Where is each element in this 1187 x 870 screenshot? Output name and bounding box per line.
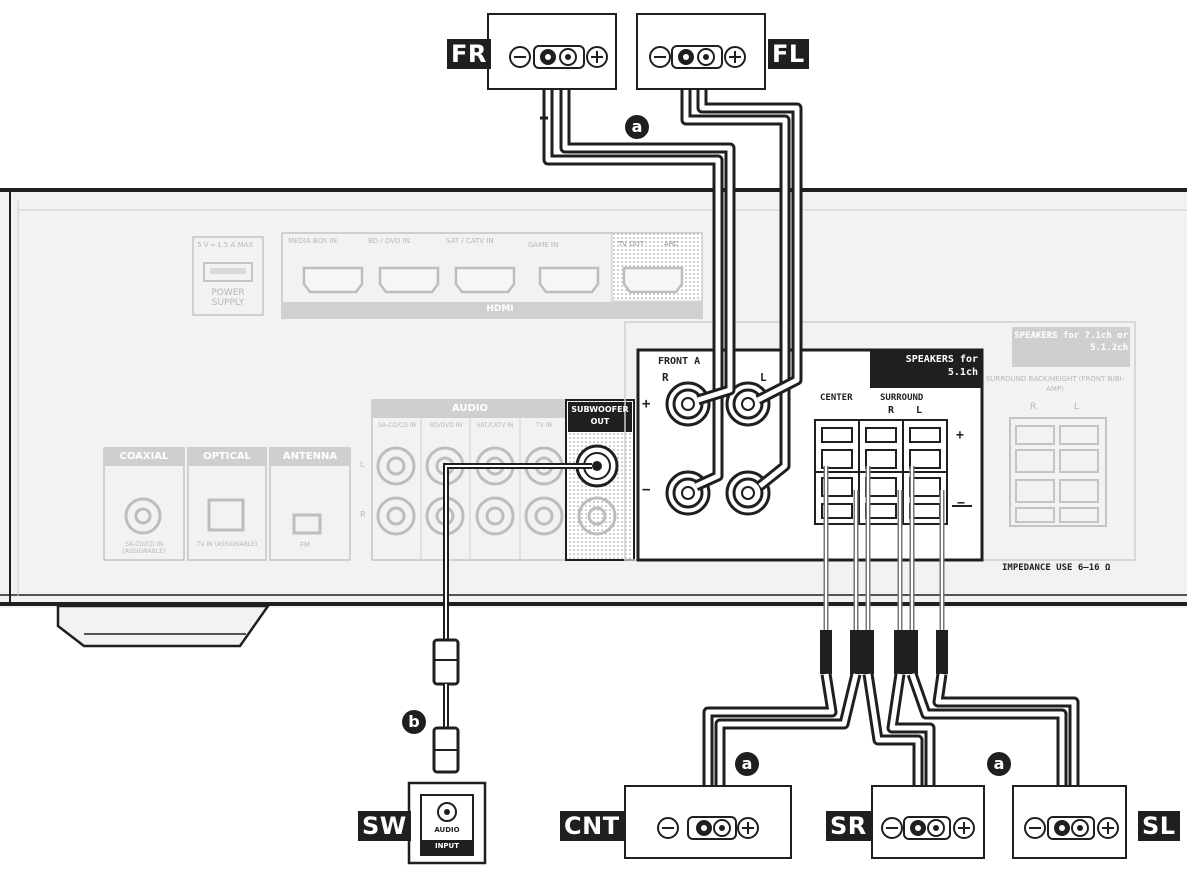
hdmi-in-game-label: GAME IN: [528, 241, 559, 249]
audio-channel-l-label: L: [360, 460, 365, 469]
front-minus-sign: −: [642, 482, 651, 498]
hdmi-in-sat-catv-label: SAT / CATV IN: [446, 237, 494, 245]
front-plus-sign: +: [642, 396, 651, 412]
speaker-fl-box: [636, 13, 766, 90]
antenna-label: ANTENNA: [282, 451, 338, 462]
cable-marker-a-center: a: [735, 752, 759, 776]
front-l-label: L: [760, 371, 767, 384]
surround-terminal-label: SURROUND: [880, 393, 924, 403]
cable-marker-a-surround: a: [987, 752, 1011, 776]
cable-marker-b: b: [402, 710, 426, 734]
audio-in-tv-label: TV IN: [536, 422, 552, 429]
hdmi-tv-out-label: TV OUT: [618, 240, 645, 248]
hdmi-tab-label: HDMI: [486, 304, 514, 314]
subwoofer-out-block: [565, 399, 635, 561]
back-l-label: L: [1074, 402, 1080, 412]
audio-tab-label: AUDIO: [451, 403, 489, 414]
front-a-label: FRONT A: [658, 356, 701, 367]
optical-label: OPTICAL: [203, 451, 251, 462]
subwoofer-box: [407, 781, 487, 865]
speaker-fr-box: [487, 13, 617, 90]
analog-audio-block: [371, 399, 569, 561]
usb-rating-label: 5 V ═ 1.5 A MAX: [197, 241, 254, 249]
coaxial-sub-label: SA-CD/CD IN (ASSIGNABLE): [122, 541, 166, 555]
speaker-cable-fl: [680, 75, 803, 491]
power-supply-label: POWER SUPPLY: [211, 288, 245, 308]
speaker-cables-surround-center: [702, 466, 1080, 800]
center-terminal-label: CENTER: [820, 393, 853, 403]
speakers-51-panel: [636, 348, 984, 562]
hdmi-block: [281, 232, 703, 319]
speakers-51-label: SPEAKERS for 5.1ch: [905, 354, 978, 378]
surround-back-label: SURROUND BACK/HEIGHT (FRONT B/BI-AMP): [985, 375, 1125, 393]
speaker-center-box: [624, 785, 792, 859]
coaxial-label: COAXIAL: [119, 451, 169, 462]
subwoofer-cable: [432, 463, 592, 774]
speaker-sr-box: [871, 785, 985, 859]
surround-plus-sign: +: [956, 428, 964, 443]
speaker-tag-sl: SL: [1138, 811, 1180, 841]
speaker-tag-sr: SR: [826, 811, 871, 841]
speaker-tag-sw: SW: [358, 811, 411, 841]
impedance-label: IMPEDANCE USE 6–16 Ω: [1002, 563, 1111, 573]
audio-in-sacd-label: SA-CD/CD IN: [378, 422, 416, 429]
front-r-label: R: [662, 371, 669, 384]
cable-marker-a-front: a: [625, 115, 649, 139]
speaker-tag-fr: FR: [447, 39, 491, 69]
usb-power-block: [192, 236, 264, 316]
audio-in-bd-label: BD/DVD IN: [429, 422, 463, 429]
speakers-71-panel: [624, 321, 1136, 561]
speaker-cable-fr: [540, 75, 736, 492]
hdmi-in-media-box-label: MEDIA BOX IN: [288, 237, 338, 245]
audio-in-sat-label: SAT/CATV IN: [476, 422, 514, 429]
hdmi-in-bd-dvd-label: BD / DVD IN: [368, 237, 410, 245]
sub-audio-label: AUDIO: [434, 826, 460, 834]
hdmi-arc-label: ARC: [664, 240, 679, 248]
surround-r-label: R: [888, 405, 895, 416]
surround-minus-sign: −: [957, 496, 965, 511]
speaker-tag-cnt: CNT: [560, 811, 624, 841]
speakers-71-label: SPEAKERS for 7.1ch or 5.1.2ch: [1014, 331, 1128, 353]
back-r-label: R: [1030, 402, 1037, 412]
optical-sub-label: TV IN (ASSIGNABLE): [196, 541, 258, 548]
digital-input-blocks: [103, 447, 351, 561]
subwoofer-out-label: SUBWOOFER OUT: [571, 405, 629, 426]
antenna-sub-label: FM: [300, 541, 311, 549]
sub-input-label: INPUT: [434, 842, 460, 850]
speaker-sl-box: [1012, 785, 1127, 859]
speaker-tag-fl: FL: [768, 39, 809, 69]
audio-channel-r-label: R: [360, 510, 366, 519]
surround-l-label: L: [916, 405, 923, 416]
